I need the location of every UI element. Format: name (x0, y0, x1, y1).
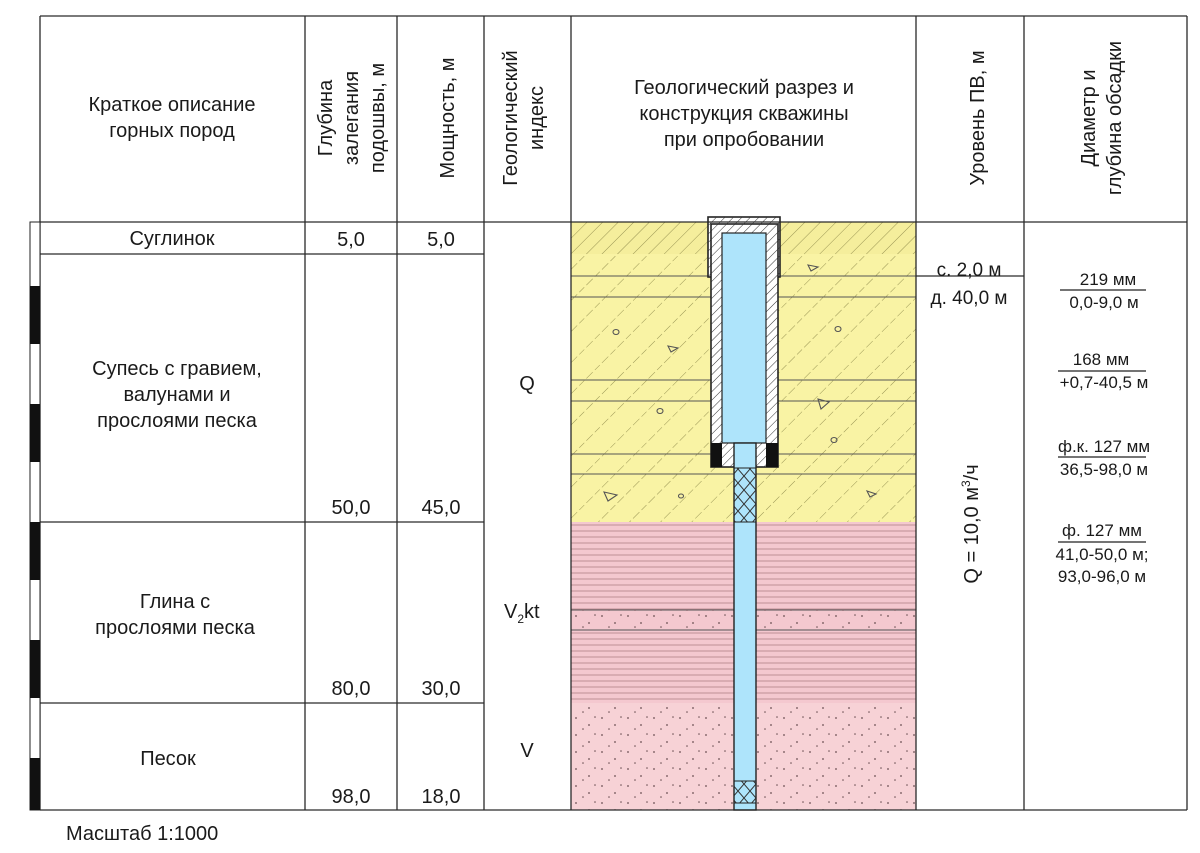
header-casing-line: глубина обсадки (1104, 41, 1126, 195)
flow-rate-sup: 3 (959, 480, 973, 487)
index-quaternary: Q (519, 373, 535, 395)
layer-1-name: Суглинок (129, 228, 214, 250)
layer-2-name-line: валунами и (123, 384, 230, 406)
flow-rate-main: Q = 10,0 м (961, 487, 983, 584)
casing-3-diameter: ф.к. 127 мм (1058, 437, 1150, 456)
header-thickness-line: Мощность, м (437, 57, 459, 178)
gravel-symbols (603, 264, 878, 502)
casing-4-depth: 41,0-50,0 м; 93,0-96,0 м (1056, 545, 1149, 586)
index-vk-main: V (504, 601, 518, 623)
layer-3-depth: 80,0 (332, 678, 371, 700)
layer-2-name-line: Супесь с гравием, (92, 358, 262, 380)
header-index-line: индекс (526, 86, 548, 150)
header-depth-line: подошвы, м (367, 63, 389, 173)
filter-screen-lower (733, 780, 757, 804)
casing-4-depth-line: 41,0-50,0 м; (1056, 545, 1149, 564)
water-level-dynamic: д. 40,0 м (931, 288, 1008, 309)
layer-2-name: Супесь с гравием, валунами и прослоями пес… (92, 358, 262, 432)
header-section-line: конструкция скважины (639, 103, 848, 125)
layer-4-name: Песок (140, 748, 196, 770)
scale-label: Масштаб 1:1000 (66, 823, 218, 845)
layer-4-depth: 98,0 (332, 786, 371, 808)
header-description-line: Краткое описание (89, 94, 256, 116)
layer-2-name-line: прослоями песка (97, 410, 258, 432)
header-depth-line: залегания (341, 71, 363, 165)
header-index-line: Геологический (500, 50, 522, 185)
layer-1-thickness: 5,0 (427, 229, 455, 251)
header-section-line: Геологический разрез и (634, 77, 854, 99)
header-description-line: горных пород (109, 120, 235, 142)
casing-4-depth-line: 93,0-96,0 м (1058, 567, 1146, 586)
water-column (721, 232, 767, 444)
header-casing-line: Диаметр и (1078, 69, 1100, 166)
index-vk-sub: 2 (517, 612, 524, 626)
layer-3-thickness: 30,0 (422, 678, 461, 700)
filter-screen-upper (733, 467, 757, 523)
index-vk-rest: kt (524, 601, 540, 623)
flow-rate-tail: /ч (961, 464, 983, 480)
casing-1-diameter: 219 мм (1080, 270, 1136, 289)
layer-2-depth: 50,0 (332, 497, 371, 519)
well-construction (707, 216, 781, 811)
layer-2-thickness: 45,0 (422, 497, 461, 519)
casing-2-diameter: 168 мм (1073, 350, 1129, 369)
header-water-level-line: Уровень ПВ, м (967, 50, 989, 185)
flow-rate: Q = 10,0 м3/ч (959, 464, 983, 583)
casing-4-diameter: ф. 127 мм (1062, 521, 1142, 540)
index-vendian-kotlin: V2kt (504, 601, 540, 626)
layer-4-thickness: 18,0 (422, 786, 461, 808)
layer-3-name-line: Глина с (140, 591, 210, 613)
header-section: Геологический разрез и конструкция скважи… (634, 77, 854, 151)
header-section-line: при опробовании (664, 129, 824, 151)
casing-3-depth: 36,5-98,0 м (1060, 460, 1148, 479)
scale-bar (29, 221, 41, 811)
layer-4-name-line: Песок (140, 748, 196, 770)
header-depth-line: Глубина (315, 79, 337, 156)
header-thickness: Мощность, м (437, 57, 459, 178)
layer-1-name-line: Суглинок (129, 228, 214, 250)
layer-3-name-line: прослоями песка (95, 617, 256, 639)
water-level-static: с. 2,0 м (937, 260, 1002, 281)
casing-1-depth: 0,0-9,0 м (1069, 293, 1138, 312)
header-description: Краткое описание горных пород (89, 94, 256, 142)
casing-2-depth: +0,7-40,5 м (1060, 373, 1149, 392)
index-vendian: V (520, 740, 534, 762)
layer-3-name: Глина с прослоями песка (95, 591, 256, 639)
packer-left (711, 443, 722, 467)
layer-1-depth: 5,0 (337, 229, 365, 251)
header-water-level: Уровень ПВ, м (967, 50, 989, 185)
packer-right (766, 443, 778, 467)
